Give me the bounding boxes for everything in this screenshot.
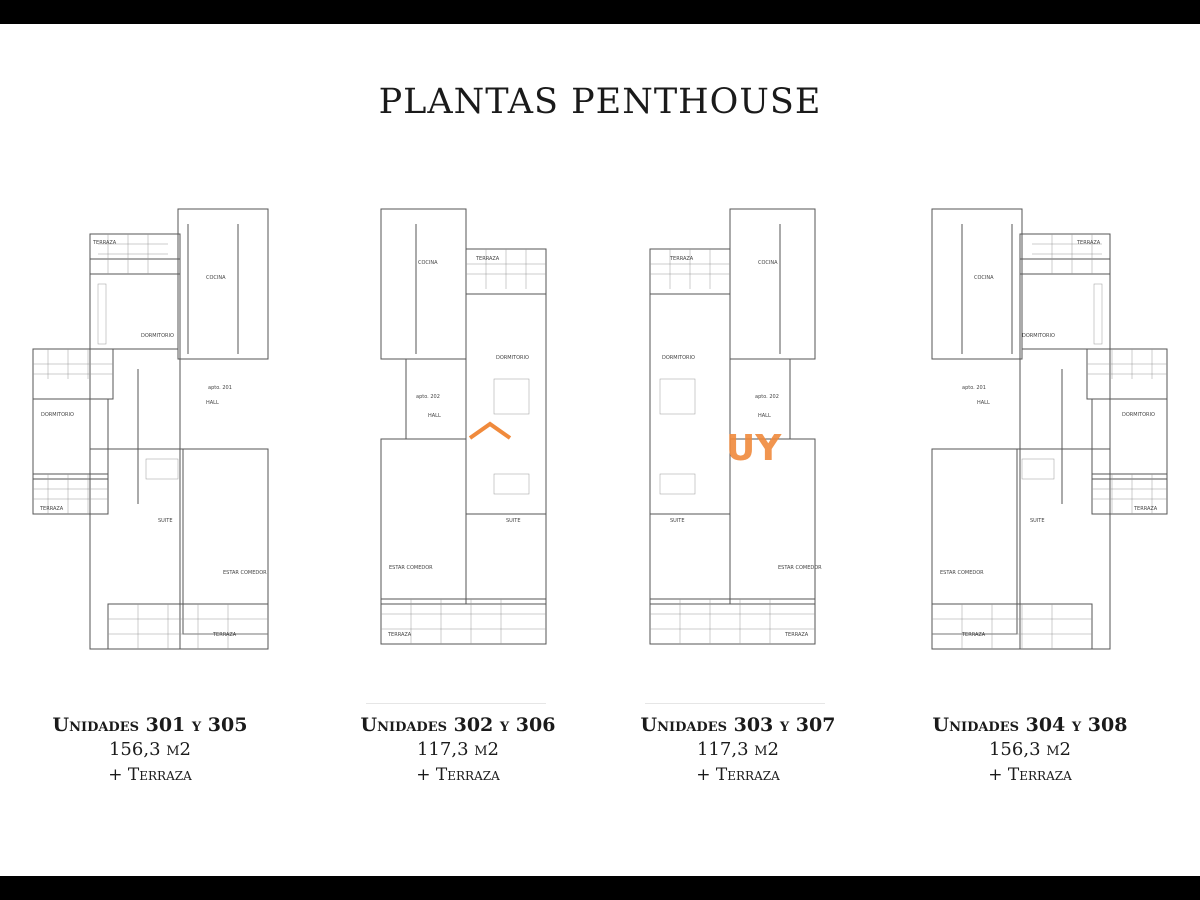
label-terraza-side: TERRAZA (39, 506, 64, 512)
label-estar: ESTAR COMEDOR (778, 565, 822, 571)
caption-units: Unidades 304 y 308 (932, 714, 1128, 736)
bottom-letterbox (0, 876, 1200, 900)
label-suite: SUITE (158, 518, 173, 524)
caption-extra: + Terraza (696, 765, 780, 785)
label-hall: HALL (758, 413, 771, 419)
label-terraza-top: TERRAZA (1076, 240, 1101, 246)
label-dormitorio-2: DORMITORIO (41, 412, 74, 418)
caption-units: Unidades 301 y 305 (52, 714, 248, 736)
label-apto: apto. 202 (755, 394, 779, 400)
label-cocina: COCINA (758, 260, 778, 266)
floor-plan-301-305-drawing: TERRAZA COCINA DORMITORIO DORMITORIO HAL… (32, 208, 269, 650)
caption-301-305: Unidades 301 y 305 156,3 m2 + Terraza (0, 712, 300, 788)
floor-plan-303-307: TERRAZA COCINA DORMITORIO HALL apto. 202… (640, 204, 900, 705)
label-cocina: COCINA (418, 260, 438, 266)
caption-area: 156,3 m2 (108, 739, 191, 760)
label-hall: HALL (977, 400, 990, 406)
caption-area: 156,3 m2 (988, 739, 1071, 760)
caption-area: 117,3 m2 (416, 739, 499, 760)
label-cocina: COCINA (206, 275, 226, 281)
caption-extra: + Terraza (988, 765, 1072, 785)
floor-plan-302-306-drawing: TERRAZA COCINA DORMITORIO HALL apto. 202… (366, 208, 547, 705)
label-apto: apto. 201 (208, 385, 232, 391)
floor-plan-303-307-drawing: TERRAZA COCINA DORMITORIO HALL apto. 202… (645, 208, 825, 705)
label-suite: SUITE (1030, 518, 1045, 524)
brochure-page: PLANTAS PENTHOUSE (0, 24, 1200, 876)
label-dormitorio: DORMITORIO (662, 355, 695, 361)
label-terraza-top: TERRAZA (475, 256, 500, 262)
caption-extra: + Terraza (416, 765, 500, 785)
label-apto: apto. 201 (962, 385, 986, 391)
floor-plan-301-305: TERRAZA COCINA DORMITORIO DORMITORIO HAL… (28, 204, 288, 704)
label-terraza-side: TERRAZA (1133, 506, 1158, 512)
page-title: PLANTAS PENTHOUSE (378, 82, 822, 122)
caption-extra: + Terraza (108, 765, 192, 785)
label-dormitorio: DORMITORIO (496, 355, 529, 361)
label-hall: HALL (206, 400, 219, 406)
label-terraza-top: TERRAZA (669, 256, 694, 262)
label-terraza-bottom: TERRAZA (212, 632, 237, 638)
top-letterbox (0, 0, 1200, 24)
label-terraza-top: TERRAZA (92, 240, 117, 246)
caption-302-306: Unidades 302 y 306 117,3 m2 + Terraza (308, 712, 608, 788)
caption-units: Unidades 302 y 306 (360, 714, 556, 736)
label-terraza-bottom: TERRAZA (961, 632, 986, 638)
label-terraza-bottom: TERRAZA (784, 632, 809, 638)
caption-304-308: Unidades 304 y 308 156,3 m2 + Terraza (880, 712, 1180, 788)
caption-units: Unidades 303 y 307 (640, 714, 836, 736)
label-dormitorio: DORMITORIO (141, 333, 174, 339)
label-cocina: COCINA (974, 275, 994, 281)
label-estar: ESTAR COMEDOR (389, 565, 433, 571)
label-suite: SUITE (670, 518, 685, 524)
label-hall: HALL (428, 413, 441, 419)
label-dormitorio-2: DORMITORIO (1122, 412, 1155, 418)
label-apto: apto. 202 (416, 394, 440, 400)
floor-plan-304-308: TERRAZA COCINA DORMITORIO DORMITORIO HAL… (912, 204, 1172, 704)
floor-plan-304-308-drawing: TERRAZA COCINA DORMITORIO DORMITORIO HAL… (931, 208, 1168, 650)
label-estar: ESTAR COMEDOR (223, 570, 267, 576)
caption-303-307: Unidades 303 y 307 117,3 m2 + Terraza (588, 712, 888, 788)
label-dormitorio: DORMITORIO (1022, 333, 1055, 339)
label-terraza-bottom: TERRAZA (387, 632, 412, 638)
floor-plan-302-306: TERRAZA COCINA DORMITORIO HALL apto. 202… (356, 204, 616, 705)
label-estar: ESTAR COMEDOR (940, 570, 984, 576)
label-suite: SUITE (506, 518, 521, 524)
caption-area: 117,3 m2 (696, 739, 779, 760)
